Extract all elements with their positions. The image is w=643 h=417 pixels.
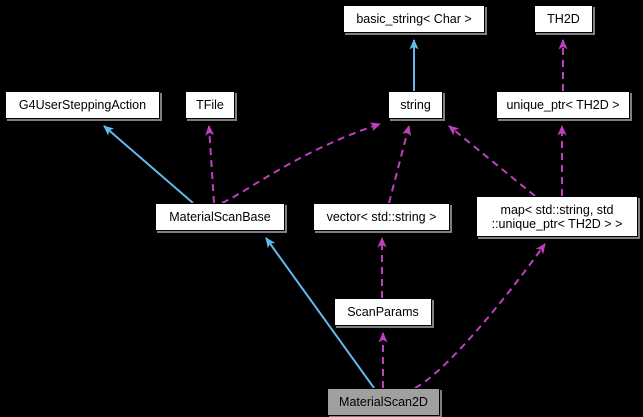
class-node-map_string_unique_ptr[interactable]: map< std::string, std ::unique_ptr< TH2D… <box>476 196 638 237</box>
class-node-label: ScanParams <box>347 305 419 319</box>
class-node-label: string <box>400 98 431 112</box>
class-node-label: MaterialScanBase <box>169 210 271 224</box>
class-node-label: vector< std::string > <box>326 210 437 224</box>
class-node-basic_string[interactable]: basic_string< Char > <box>343 5 485 33</box>
edge-usage <box>205 124 215 204</box>
edge-usage <box>414 243 546 389</box>
edge-usage <box>448 125 536 197</box>
class-node-label: G4UserSteppingAction <box>18 98 147 112</box>
edge-usage <box>388 124 412 204</box>
class-node-label: unique_ptr< TH2D > <box>506 98 620 112</box>
edge-inheritance <box>265 237 375 389</box>
class-node-scanparams[interactable]: ScanParams <box>334 298 432 326</box>
class-node-materialscanbase[interactable]: MaterialScanBase <box>155 203 285 231</box>
class-node-label: map< std::string, std ::unique_ptr< TH2D… <box>491 202 623 231</box>
class-node-unique_ptr_th2d[interactable]: unique_ptr< TH2D > <box>496 91 630 119</box>
class-node-label: MaterialScan2D <box>339 395 428 409</box>
class-node-materialscan2d[interactable]: MaterialScan2D <box>327 388 440 416</box>
class-node-label: basic_string< Char > <box>356 12 472 26</box>
class-node-string[interactable]: string <box>388 91 443 119</box>
class-node-tfile[interactable]: TFile <box>185 91 235 119</box>
edge-usage <box>221 122 381 204</box>
class-node-label: TFile <box>196 98 224 112</box>
class-node-th2d[interactable]: TH2D <box>534 5 593 33</box>
class-node-g4usersteppingaction[interactable]: G4UserSteppingAction <box>5 91 160 119</box>
class-node-vector_string[interactable]: vector< std::string > <box>313 203 450 231</box>
class-node-label: TH2D <box>547 12 580 26</box>
edge-inheritance <box>103 125 194 204</box>
